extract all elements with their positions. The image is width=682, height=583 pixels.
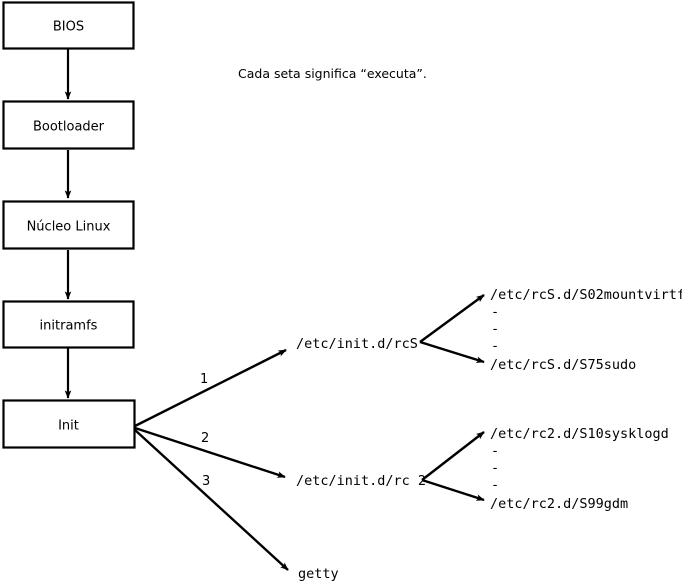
node-init-label: Init [58,419,79,434]
edge-init-branch-1 [134,348,287,428]
script-rcs-last: /etc/rcS.d/S75sudo [490,357,636,373]
branch-number-3: 3 [202,474,210,489]
script-rcs-ellipsis-3: - [491,338,499,354]
node-bootloader-box[interactable] [2,100,135,150]
script-rc2-ellipsis-2: - [491,460,499,476]
edge-rc2-to-first-script [421,431,485,481]
node-bios-label: BIOS [53,20,84,35]
node-rcs-label[interactable]: /etc/init.d/rcS [296,336,418,352]
node-init-box[interactable] [2,399,136,449]
script-rc2-last: /etc/rc2.d/S99gdm [490,496,628,512]
node-initramfs-label: initramfs [40,319,98,334]
node-bios-box[interactable] [2,1,135,50]
node-kernel-box[interactable] [2,200,135,250]
node-kernel-label: Núcleo Linux [27,220,111,235]
edge-init-branch-3 [134,429,289,571]
edge-rcs-to-first-script [419,294,485,343]
node-initramfs[interactable]: initramfs [2,300,135,349]
script-rc2-first: /etc/rc2.d/S10sysklogd [490,426,669,442]
node-init[interactable]: Init [2,399,136,449]
branch-number-1: 1 [200,372,208,387]
edge-rc2-to-last-script [421,478,485,502]
edge-init-branch-2 [134,426,286,479]
script-rc2-ellipsis-1: - [491,443,499,459]
diagram-caption: Cada seta significa “executa”. [238,66,427,81]
node-getty-label[interactable]: getty [298,566,339,582]
script-rcs-ellipsis-2: - [491,321,499,337]
branch-number-2: 2 [201,431,209,446]
script-rcs-first: /etc/rcS.d/S02mountvirtfs [490,287,682,303]
node-bootloader[interactable]: Bootloader [2,100,135,150]
script-rc2-ellipsis-3: - [491,477,499,493]
script-rcs-ellipsis-1: - [491,304,499,320]
node-bootloader-label: Bootloader [33,120,105,135]
node-bios[interactable]: BIOS [2,1,135,50]
node-kernel[interactable]: Núcleo Linux [2,200,135,250]
edge-rcs-to-last-script [419,340,485,364]
node-rc2-label[interactable]: /etc/init.d/rc 2 [296,473,426,489]
node-initramfs-box[interactable] [2,300,135,349]
